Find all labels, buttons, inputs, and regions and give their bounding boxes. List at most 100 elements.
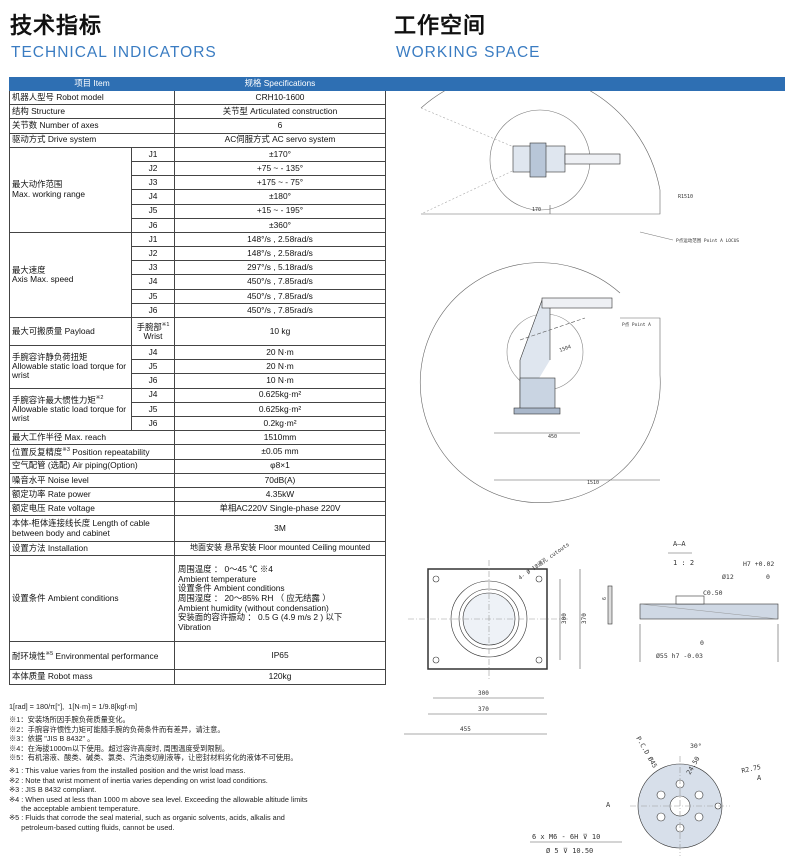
- voltage-value: 单相AC220V Single-phase 220V: [174, 501, 386, 517]
- footnote: ※2：手腕容许惯性力矩可能随手腕的负荷条件而有差异，请注意。: [9, 724, 225, 734]
- section-title: A—A: [673, 540, 686, 548]
- joint-cell: J4: [131, 189, 175, 205]
- structure-label: 结构 Structure: [9, 104, 175, 120]
- dim-370-vertical: 370: [581, 613, 588, 624]
- torque-value: 20 N·m: [174, 344, 386, 361]
- inertia-value: 0.625kg·m²: [174, 401, 386, 417]
- joint-cell: J6: [131, 415, 175, 432]
- speed-value: 148°/s , 2.58rad/s: [174, 246, 386, 262]
- inertia-value: 0.625kg·m²: [174, 387, 386, 403]
- tech-title-en: TECHNICAL INDICATORS: [11, 44, 217, 61]
- tol-h7-lower: 0: [766, 573, 770, 581]
- speed-value: 450°/s , 7.85rad/s: [174, 288, 386, 304]
- section-aa: A—A 1 : 2 H7 +0.02 0 Ø12 C0.50 0 Ø55 h7 …: [639, 540, 779, 662]
- dim-450: 450: [548, 434, 557, 440]
- dim-r275: R2.75: [741, 763, 762, 775]
- work-title-en: WORKING SPACE: [396, 44, 541, 61]
- joint-cell: J5: [131, 203, 175, 219]
- range-value: +175 ~ - 75°: [174, 175, 386, 191]
- range-value: +75 ~ - 135°: [174, 160, 386, 177]
- tol-h7: H7 +0.02: [743, 560, 774, 568]
- header-spec: 规格 Specifications: [174, 77, 386, 91]
- power-label: 额定功率 Rate power: [9, 486, 175, 503]
- install-label: 设置方法 Installation: [9, 541, 175, 557]
- joint-cell: J4: [131, 344, 175, 361]
- footnote: 1[rad] = 180/π[°], 1[N·m] = 1/9.8[kgf·m]: [9, 702, 137, 711]
- payload-value: 10 kg: [174, 317, 386, 346]
- drive-value: AC伺服方式 AC servo system: [174, 132, 386, 148]
- cable-label: 本体-柜体连接线长度 Length of cable between body …: [9, 515, 175, 543]
- footnote: ※2 : Note that wrist moment of inertia v…: [9, 775, 268, 785]
- footnote: ※3：依据 "JIS B 8432" 。: [9, 734, 95, 744]
- joint-cell: J3: [131, 260, 175, 276]
- payload-label: 最大可搬质量 Payload: [9, 317, 132, 346]
- joint-cell: J5: [131, 401, 175, 417]
- model-value: CRH10-1600: [174, 89, 386, 106]
- joint-cell: J1: [131, 231, 175, 248]
- repeat-label: 位置反复精度※3 Position repeatability: [9, 444, 175, 460]
- joint-cell: J1: [131, 146, 175, 162]
- range-value: ±360°: [174, 217, 386, 233]
- model-label: 机器人型号 Robot model: [9, 89, 175, 106]
- spec-table: 项目 Item 规格 Specifications 机器人型号 Robot mo…: [9, 77, 386, 685]
- joint-cell: J3: [131, 175, 175, 191]
- air-value: φ8×1: [174, 458, 386, 474]
- footnote: the acceptable ambient temperature.: [9, 804, 141, 814]
- reach-label: 最大工作半径 Max. reach: [9, 430, 175, 446]
- noise-label: 噪音水平 Noise level: [9, 472, 175, 488]
- dim-d55: Ø55 h7 -0.03: [656, 652, 703, 660]
- dim-370-horizontal: 370: [478, 706, 489, 713]
- reach-value: 1510mm: [174, 430, 386, 446]
- thread-label: 6 x M6 - 6H ⊽ 10: [532, 833, 600, 841]
- dim-zero: 0: [700, 639, 704, 647]
- joint-cell: J5: [131, 359, 175, 375]
- env-label: 耐环境性※5 Environmental performance: [9, 641, 175, 671]
- joint-cell: J2: [131, 160, 175, 177]
- working-space-header-bar: [386, 77, 785, 91]
- dim-170: 170: [532, 207, 541, 213]
- mass-value: 120kg: [174, 669, 386, 685]
- install-value: 地面安装 悬吊安装 Floor mounted Ceiling mounted: [174, 541, 386, 557]
- air-label: 空气配管 (选配) Air piping(Option): [9, 458, 175, 474]
- footnote: ※1 : This value varies from the installe…: [9, 766, 246, 776]
- side-view: 1504 P点 Point A 450 1510: [420, 262, 661, 503]
- joint-cell: J6: [131, 302, 175, 319]
- section-a-right: A: [757, 774, 762, 782]
- range-value: ±180°: [174, 189, 386, 205]
- voltage-label: 额定电压 Rate voltage: [9, 501, 175, 517]
- dim-r1510: R1510: [678, 194, 693, 200]
- base-plate-view: 300 370 300 370 455 4- Ø 18通孔 cutouts 6: [404, 540, 613, 735]
- joint-cell: J2: [131, 246, 175, 262]
- drive-label: 驱动方式 Drive system: [9, 132, 175, 148]
- footnotes: 1[rad] = 180/π[°], 1[N·m] = 1/9.8[kgf·m]…: [9, 702, 389, 832]
- section-scale: 1 : 2: [673, 559, 694, 567]
- power-value: 4.35kW: [174, 486, 386, 503]
- joint-cell: J6: [131, 373, 175, 389]
- top-view: R1510 170: [420, 91, 693, 215]
- torque-value: 10 N·m: [174, 373, 386, 389]
- footnote: petroleum-based cutting fluids, cannot b…: [9, 822, 175, 832]
- footnote: ※4：在海拔1000m以下使用。超过容许高度时, 周围温度受到限制。: [9, 743, 230, 753]
- conditions-label: 设置条件 Ambient conditions: [9, 555, 175, 643]
- dim-455: 455: [460, 726, 471, 733]
- table-header-row: 项目 Item 规格 Specifications: [9, 77, 386, 91]
- working-space-drawing: R1510 170 P点运动范围 Point A LOCUS 1504 P点 P…: [404, 91, 779, 856]
- tech-title-cn: 技术指标: [10, 14, 103, 39]
- header-item: 项目 Item: [9, 77, 175, 91]
- footnote: ※1：安装场所因手腕负荷质量变化。: [9, 715, 130, 725]
- torque-value: 20 N·m: [174, 359, 386, 375]
- axes-value: 6: [174, 118, 386, 134]
- joint-cell: J4: [131, 274, 175, 290]
- hole-label: Ø 5 ⊽ 10.50: [546, 847, 593, 855]
- dim-6: 6: [602, 597, 608, 600]
- repeat-value: ±0.05 mm: [174, 444, 386, 460]
- flange-view: P.C.D Ø45 30° 24.50 R2.75 A A 6 x M6 - 6…: [530, 735, 762, 856]
- dim-c05: C0.50: [703, 589, 723, 597]
- joint-cell: J6: [131, 217, 175, 233]
